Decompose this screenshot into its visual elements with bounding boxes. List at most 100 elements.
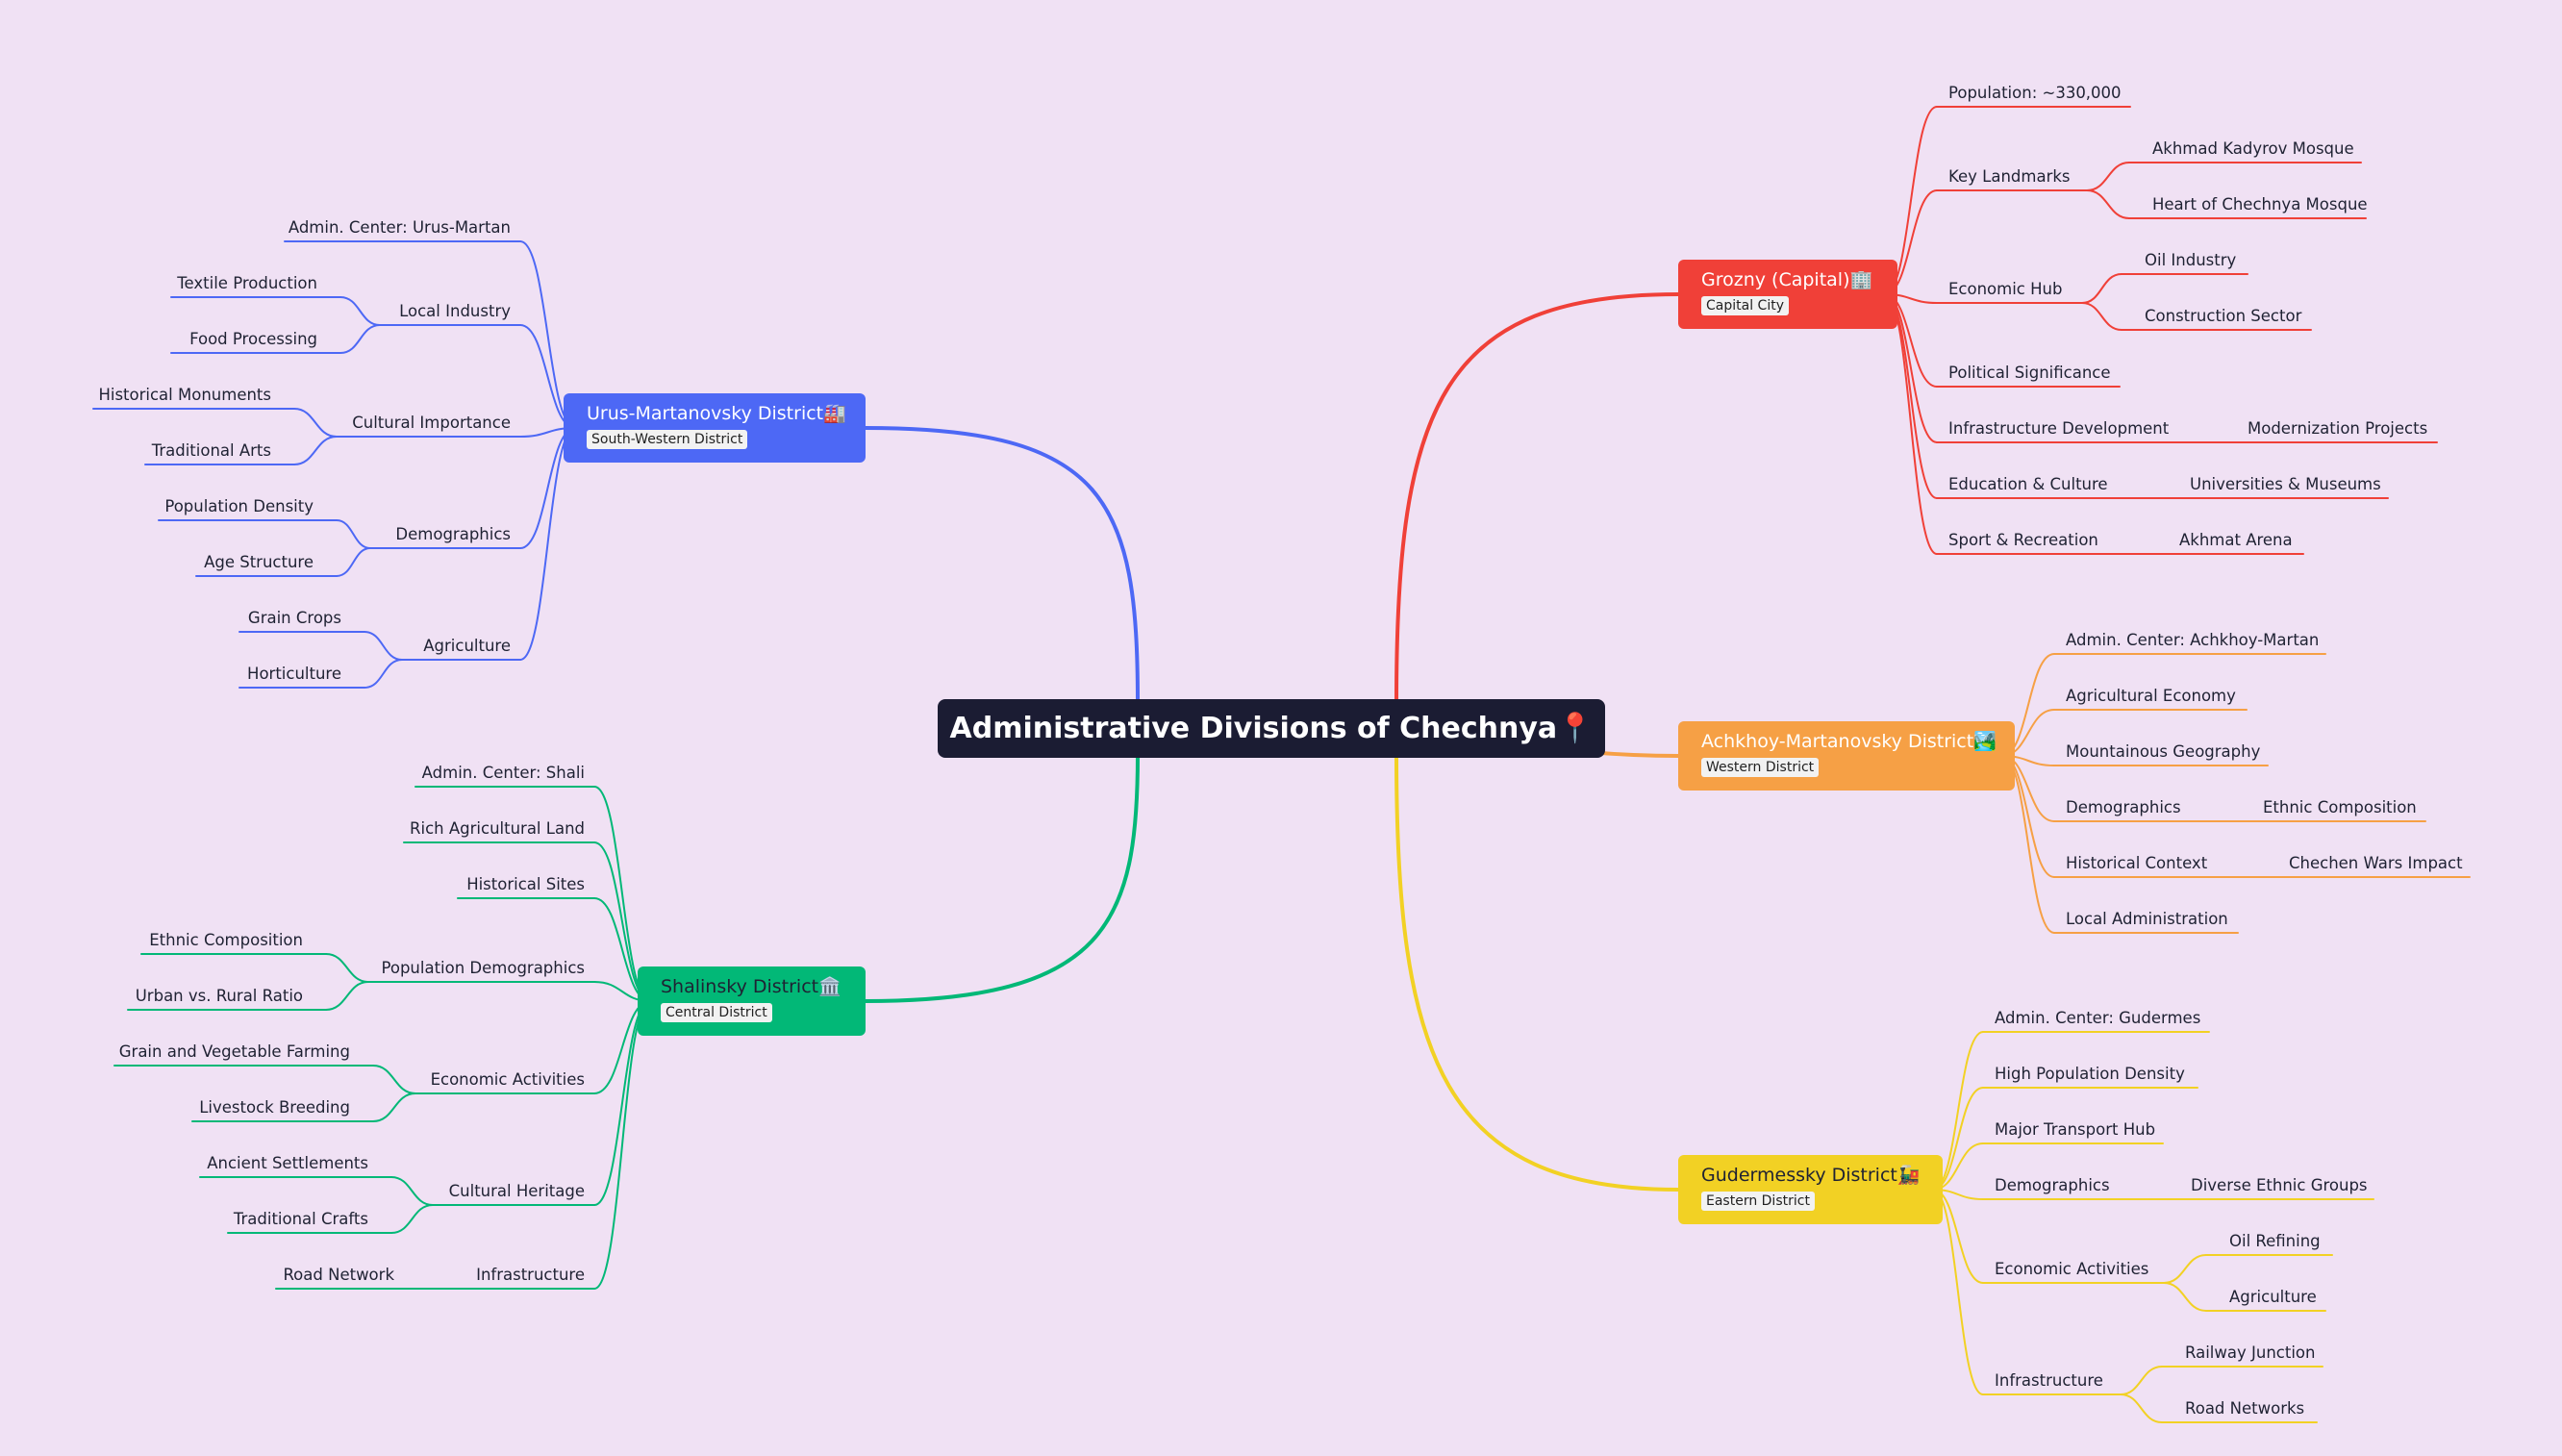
shali-subitem-label[interactable]: Ethnic Composition xyxy=(149,931,303,949)
branch-title: Shalinsky District🏛️ xyxy=(661,976,841,997)
gudermes-subitem-label[interactable]: Oil Refining xyxy=(2229,1232,2321,1250)
grozny-subitem-label[interactable]: Akhmat Arena xyxy=(2179,531,2293,549)
gudermes-item-label[interactable]: Demographics xyxy=(1995,1176,2110,1194)
branch-title: Achkhoy-Martanovsky District🏞️ xyxy=(1701,731,1997,752)
grozny-subitem-label[interactable]: Universities & Museums xyxy=(2190,475,2381,493)
urus-item-label[interactable]: Admin. Center: Urus-Martan xyxy=(289,218,511,237)
gudermes-item-label[interactable]: Infrastructure xyxy=(1995,1371,2103,1390)
connector-urus-subitem xyxy=(293,436,338,465)
branch-shalinsky[interactable]: Shalinsky District🏛️ Central District xyxy=(638,966,866,1036)
branch-tag: Eastern District xyxy=(1701,1192,1815,1211)
urus-subitem-label[interactable]: Textile Production xyxy=(176,274,317,292)
gudermes-subitem-label[interactable]: Railway Junction xyxy=(2185,1343,2315,1362)
grozny-item-label[interactable]: Key Landmarks xyxy=(1948,167,2071,186)
gudermes-item-label[interactable]: Admin. Center: Gudermes xyxy=(1995,1009,2200,1027)
achkhoy-item-label[interactable]: Historical Context xyxy=(2066,854,2208,872)
shali-subitem-label[interactable]: Road Network xyxy=(283,1266,394,1284)
urus-item-label[interactable]: Demographics xyxy=(395,525,511,543)
shali-item-label[interactable]: Admin. Center: Shali xyxy=(422,764,585,782)
gudermes-item-label[interactable]: High Population Density xyxy=(1995,1065,2185,1083)
connector-gudermes-subitem xyxy=(2163,1282,2207,1312)
shali-item-label[interactable]: Historical Sites xyxy=(466,875,585,893)
connector-urus-subitem xyxy=(293,408,338,438)
grozny-item-label[interactable]: Sport & Recreation xyxy=(1948,531,2098,549)
urus-item-label[interactable]: Agriculture xyxy=(423,637,511,655)
branch-tag: Central District xyxy=(661,1003,772,1022)
connector-grozny-item xyxy=(1884,293,1938,555)
connector-shali-subitem xyxy=(372,1092,416,1122)
shali-item-label[interactable]: Cultural Heritage xyxy=(449,1182,585,1200)
connector-root-shali xyxy=(864,753,1140,1003)
urus-subitem-label[interactable]: Grain Crops xyxy=(248,609,341,627)
grozny-subitem-label[interactable]: Construction Sector xyxy=(2145,307,2302,325)
urus-subitem-label[interactable]: Horticulture xyxy=(247,665,341,683)
connector-shali-subitem xyxy=(325,981,369,1011)
shali-subitem-label[interactable]: Grain and Vegetable Farming xyxy=(119,1042,350,1061)
shali-subitem-label[interactable]: Traditional Crafts xyxy=(233,1210,368,1228)
urus-subitem-label[interactable]: Population Density xyxy=(164,497,314,515)
grozny-subitem-label[interactable]: Akhmad Kadyrov Mosque xyxy=(2152,139,2354,158)
connector-urus-subitem xyxy=(364,631,403,661)
gudermes-item-label[interactable]: Major Transport Hub xyxy=(1995,1120,2155,1139)
branch-title: Urus-Martanovsky District🏭 xyxy=(587,403,846,424)
urus-item-label[interactable]: Local Industry xyxy=(399,302,511,320)
shali-subitem-label[interactable]: Ancient Settlements xyxy=(207,1154,368,1172)
shali-item-label[interactable]: Economic Activities xyxy=(431,1070,585,1089)
connector-gudermes-subitem xyxy=(2120,1366,2163,1395)
grozny-subitem-label[interactable]: Modernization Projects xyxy=(2248,419,2427,438)
achkhoy-subitem-label[interactable]: Ethnic Composition xyxy=(2263,798,2417,816)
achkhoy-subitem-label[interactable]: Chechen Wars Impact xyxy=(2289,854,2463,872)
gudermes-subitem-label[interactable]: Diverse Ethnic Groups xyxy=(2191,1176,2368,1194)
grozny-subitem-label[interactable]: Oil Industry xyxy=(2145,251,2237,269)
branch-title: Grozny (Capital)🏢 xyxy=(1701,269,1873,290)
shali-subitem-label[interactable]: Urban vs. Rural Ratio xyxy=(136,987,303,1005)
root-label: Administrative Divisions of Chechnya📍 xyxy=(949,712,1594,745)
gudermes-subitem-label[interactable]: Road Networks xyxy=(2185,1399,2304,1418)
urus-item-label[interactable]: Cultural Importance xyxy=(352,414,511,432)
branch-tag: Western District xyxy=(1701,758,1820,777)
connector-shali-subitem xyxy=(325,953,369,983)
achkhoy-item-label[interactable]: Admin. Center: Achkhoy-Martan xyxy=(2066,631,2319,649)
grozny-subitem-label[interactable]: Heart of Chechnya Mosque xyxy=(2152,195,2368,213)
connector-shali-subitem xyxy=(372,1065,416,1094)
root-node[interactable]: Administrative Divisions of Chechnya📍 xyxy=(938,699,1605,758)
shali-item-label[interactable]: Infrastructure xyxy=(476,1266,585,1284)
urus-subitem-label[interactable]: Historical Monuments xyxy=(98,386,271,404)
shali-subitem-label[interactable]: Livestock Breeding xyxy=(199,1098,350,1117)
branch-tag: Capital City xyxy=(1701,296,1789,315)
connector-gudermes-subitem xyxy=(2163,1254,2207,1284)
branch-title: Gudermessky District🚂 xyxy=(1701,1165,1921,1186)
connector-gudermes-subitem xyxy=(2120,1393,2163,1423)
grozny-item-label[interactable]: Economic Hub xyxy=(1948,280,2062,298)
grozny-item-label[interactable]: Political Significance xyxy=(1948,364,2111,382)
gudermes-item-label[interactable]: Economic Activities xyxy=(1995,1260,2148,1278)
connector-urus-subitem xyxy=(336,519,371,549)
connector-urus-subitem xyxy=(336,547,371,577)
connector-root-gudermes xyxy=(1394,753,1680,1192)
urus-subitem-label[interactable]: Age Structure xyxy=(204,553,314,571)
connector-root-grozny xyxy=(1394,292,1680,704)
branch-gudermessky[interactable]: Gudermessky District🚂 Eastern District xyxy=(1678,1155,1943,1224)
branch-tag: South-Western District xyxy=(587,430,748,449)
branch-urus-martanovsky[interactable]: Urus-Martanovsky District🏭 South-Western… xyxy=(564,393,866,463)
shali-item-label[interactable]: Population Demographics xyxy=(381,959,585,977)
connector-urus-subitem xyxy=(364,659,403,689)
connector-urus-subitem xyxy=(339,296,381,326)
achkhoy-item-label[interactable]: Agricultural Economy xyxy=(2066,687,2236,705)
achkhoy-item-label[interactable]: Local Administration xyxy=(2066,910,2228,928)
branch-grozny[interactable]: Grozny (Capital)🏢 Capital City xyxy=(1678,260,1897,329)
gudermes-subitem-label[interactable]: Agriculture xyxy=(2229,1288,2317,1306)
connector-shali-subitem xyxy=(390,1176,434,1206)
grozny-item-label[interactable]: Infrastructure Development xyxy=(1948,419,2170,438)
grozny-item-label[interactable]: Population: ~330,000 xyxy=(1948,84,2122,102)
connector-grozny-subitem xyxy=(2081,302,2122,331)
achkhoy-item-label[interactable]: Mountainous Geography xyxy=(2066,742,2261,761)
branch-achkhoy-martanovsky[interactable]: Achkhoy-Martanovsky District🏞️ Western D… xyxy=(1678,721,2015,791)
urus-subitem-label[interactable]: Traditional Arts xyxy=(151,441,271,460)
shali-item-label[interactable]: Rich Agricultural Land xyxy=(410,819,585,838)
connector-urus-subitem xyxy=(339,324,381,354)
urus-subitem-label[interactable]: Food Processing xyxy=(189,330,317,348)
grozny-item-label[interactable]: Education & Culture xyxy=(1948,475,2108,493)
connector-root-urus xyxy=(864,426,1140,704)
achkhoy-item-label[interactable]: Demographics xyxy=(2066,798,2181,816)
